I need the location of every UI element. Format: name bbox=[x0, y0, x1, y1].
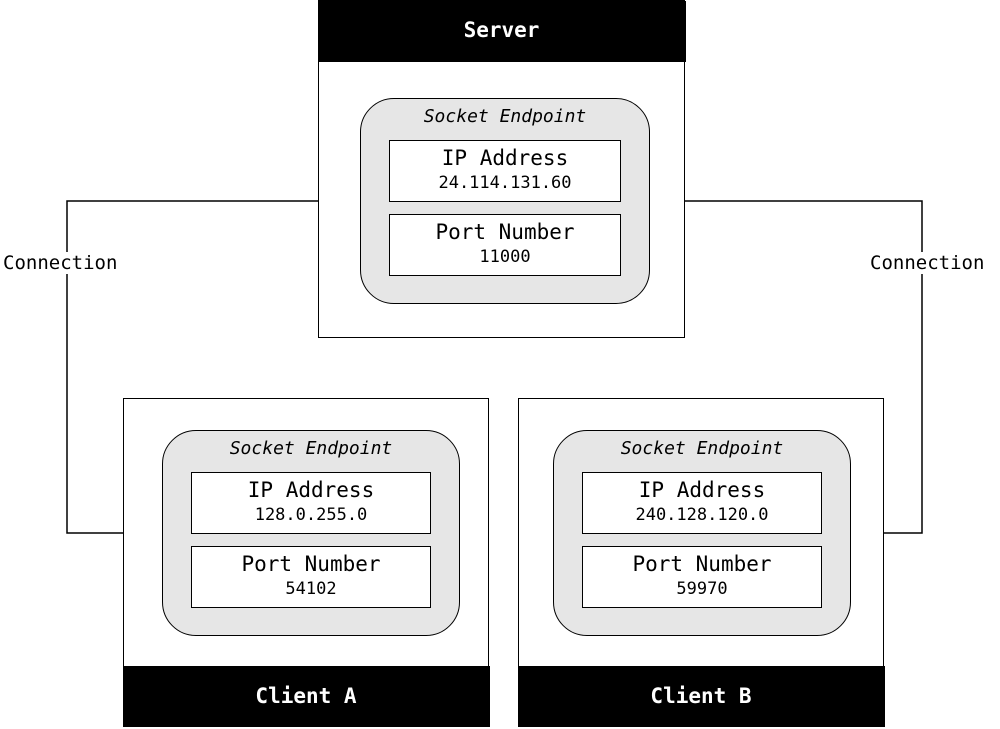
port-number-label: Port Number bbox=[241, 552, 381, 576]
endpoint-title: Socket Endpoint bbox=[229, 438, 393, 459]
port-number-value: 59970 bbox=[676, 579, 728, 599]
connection-label-right: Connection bbox=[868, 252, 987, 274]
client-b-box: Socket Endpoint IP Address 240.128.120.0… bbox=[517, 398, 885, 727]
endpoint-title: Socket Endpoint bbox=[620, 438, 784, 459]
port-number-field: Port Number 11000 bbox=[389, 214, 621, 276]
ip-address-field: IP Address 128.0.255.0 bbox=[191, 472, 431, 534]
endpoint-title: Socket Endpoint bbox=[423, 106, 587, 127]
port-number-label: Port Number bbox=[632, 552, 772, 576]
port-number-field: Port Number 59970 bbox=[582, 546, 822, 608]
server-title: Server bbox=[317, 1, 686, 62]
client-b-socket-endpoint: Socket Endpoint IP Address 240.128.120.0… bbox=[553, 430, 851, 636]
ip-address-value: 24.114.131.60 bbox=[438, 173, 572, 193]
server-socket-endpoint: Socket Endpoint IP Address 24.114.131.60… bbox=[360, 98, 650, 304]
client-a-box: Socket Endpoint IP Address 128.0.255.0 P… bbox=[122, 398, 490, 727]
ip-address-value: 240.128.120.0 bbox=[635, 505, 769, 525]
ip-address-label: IP Address bbox=[247, 478, 375, 502]
port-number-value: 54102 bbox=[285, 579, 337, 599]
server-box: Server Socket Endpoint IP Address 24.114… bbox=[317, 0, 686, 338]
ip-address-value: 128.0.255.0 bbox=[254, 505, 368, 525]
connection-line-client-a bbox=[66, 200, 336, 534]
ip-address-label: IP Address bbox=[638, 478, 766, 502]
port-number-value: 11000 bbox=[479, 247, 531, 267]
connection-label-left: Connection bbox=[1, 252, 120, 274]
port-number-field: Port Number 54102 bbox=[191, 546, 431, 608]
client-a-socket-endpoint: Socket Endpoint IP Address 128.0.255.0 P… bbox=[162, 430, 460, 636]
port-number-label: Port Number bbox=[435, 220, 575, 244]
ip-address-field: IP Address 240.128.120.0 bbox=[582, 472, 822, 534]
client-b-title: Client B bbox=[517, 665, 885, 727]
client-a-title: Client A bbox=[122, 665, 490, 727]
connection-line-client-b bbox=[672, 200, 923, 534]
ip-address-field: IP Address 24.114.131.60 bbox=[389, 140, 621, 202]
ip-address-label: IP Address bbox=[441, 146, 569, 170]
